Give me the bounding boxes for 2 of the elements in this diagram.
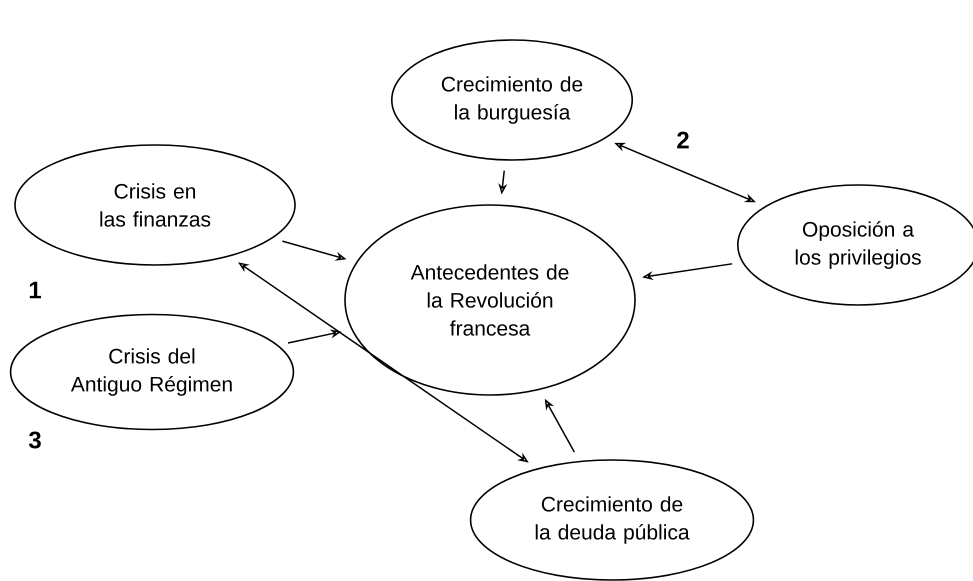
callout-number: 2 — [677, 132, 689, 148]
callout-number: 1 — [30, 282, 41, 298]
